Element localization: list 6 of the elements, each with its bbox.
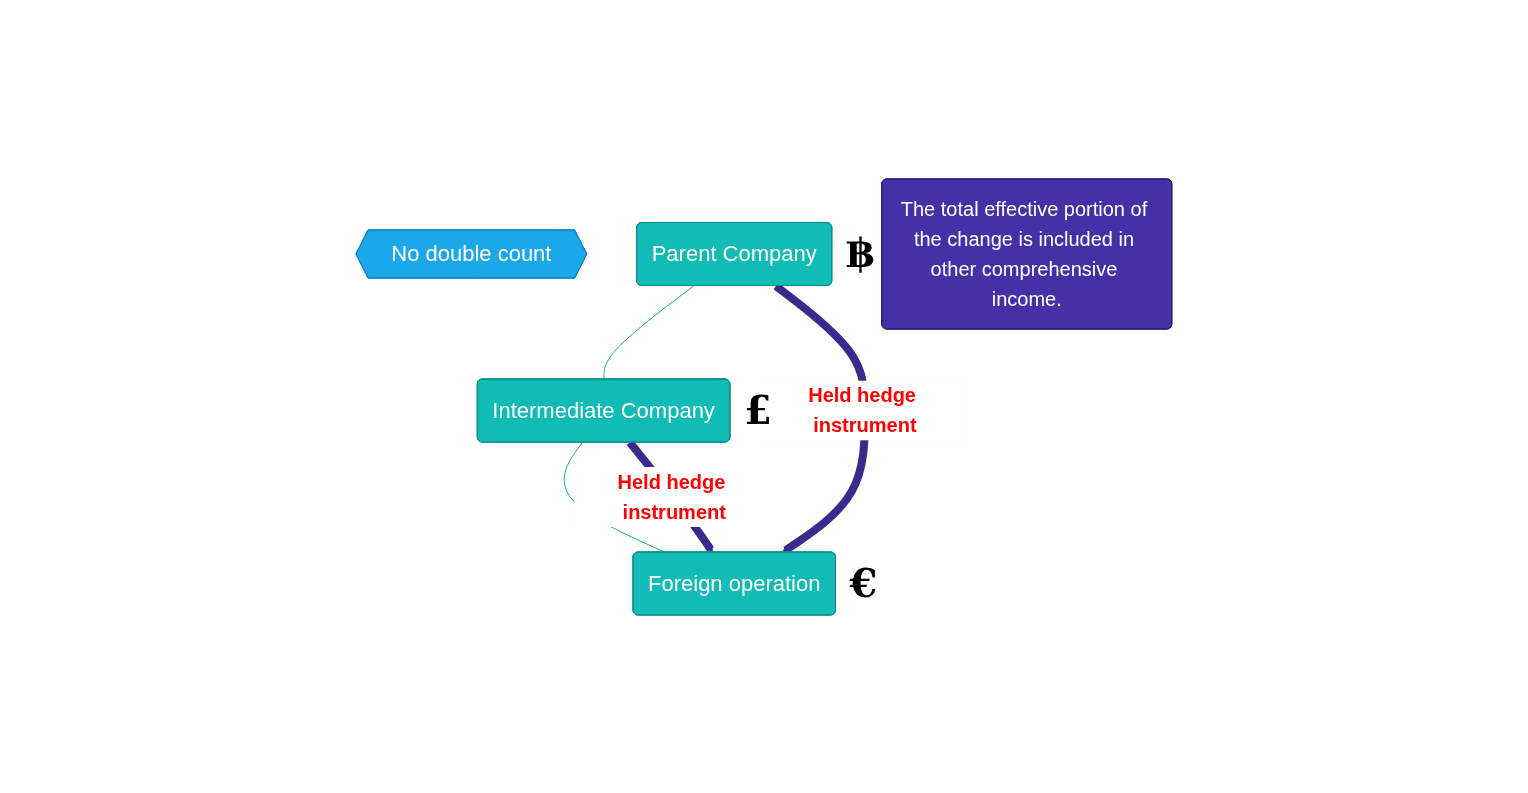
currency-symbol: ฿ bbox=[845, 233, 874, 274]
currency-symbol: € bbox=[849, 563, 878, 603]
edge-label: Held hedge instrument bbox=[617, 470, 727, 523]
currency-symbol: £ bbox=[744, 390, 772, 430]
edge-label: Held hedge instrument bbox=[808, 383, 917, 436]
connector bbox=[603, 285, 695, 380]
